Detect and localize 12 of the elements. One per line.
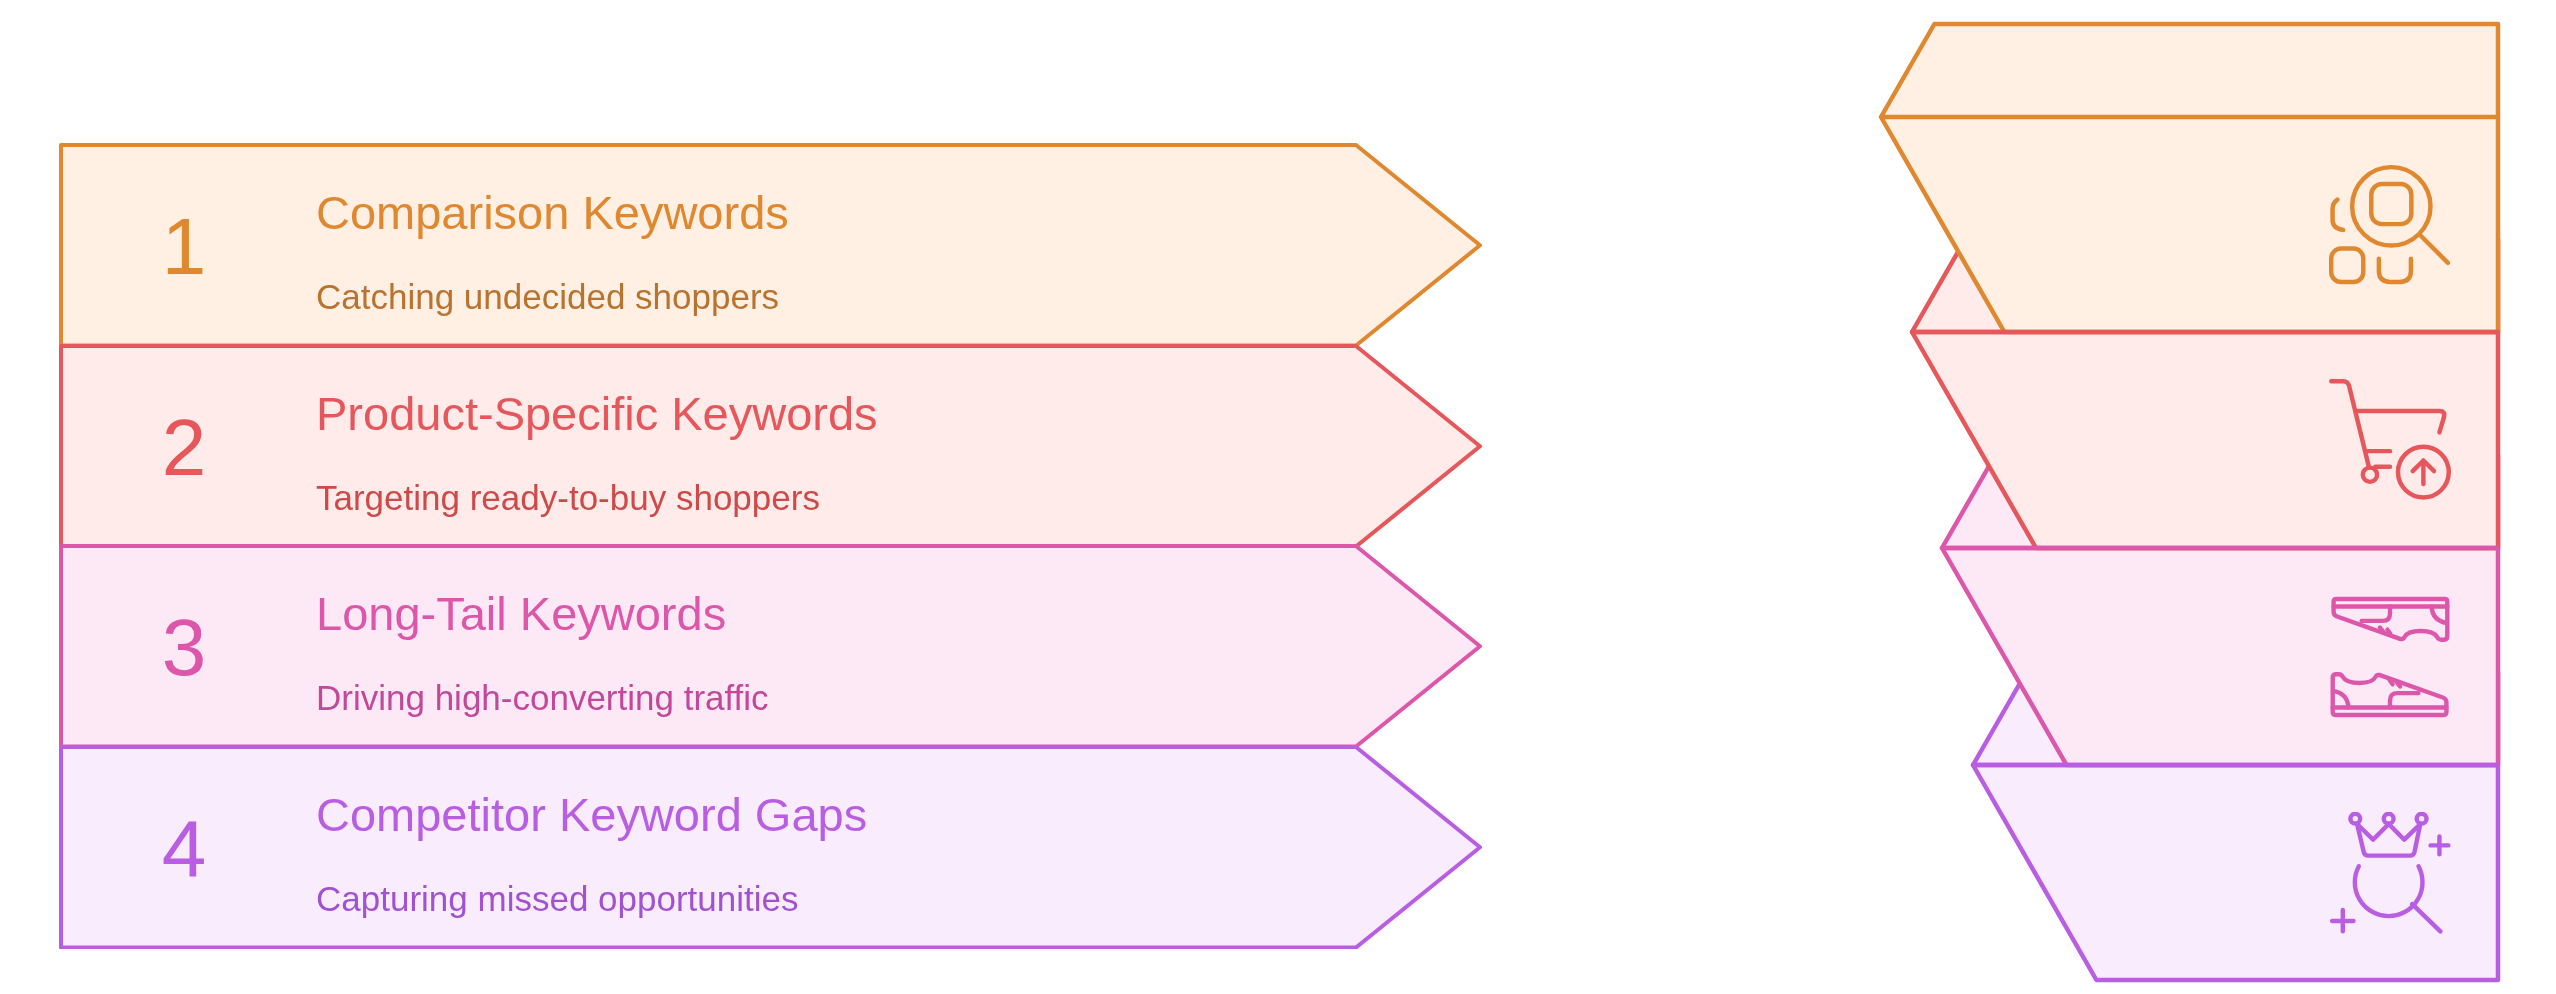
arrow-banner xyxy=(59,143,1483,348)
step-number: 4 xyxy=(161,808,207,889)
step-description: Capturing missed opportunities xyxy=(316,880,799,916)
step-description: Targeting ready-to-buy shoppers xyxy=(316,479,820,515)
step-description: Catching undecided shoppers xyxy=(316,279,780,314)
step-number: 2 xyxy=(161,407,207,488)
step-number: 1 xyxy=(161,207,207,287)
step-number: 3 xyxy=(161,608,207,688)
arrow-banner xyxy=(59,744,1483,949)
arrow-banner xyxy=(59,343,1483,548)
arrow-banner xyxy=(59,544,1483,749)
step-description: Driving high-converting traffic xyxy=(316,680,769,715)
